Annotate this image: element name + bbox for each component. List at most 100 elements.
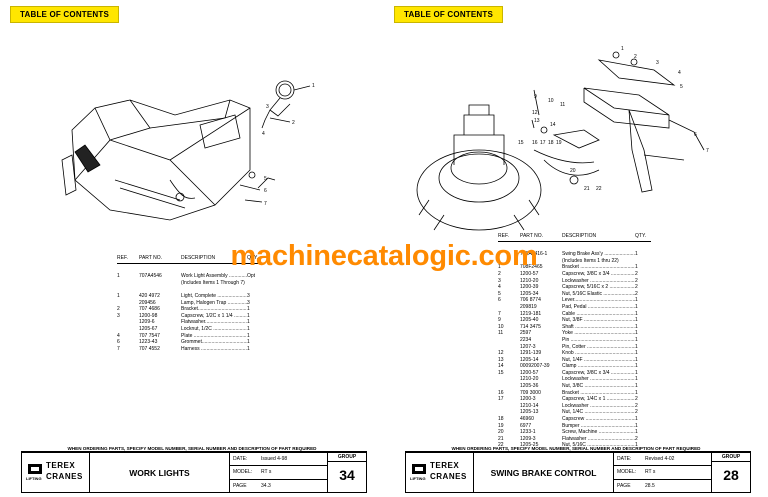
ref-cell: 20	[498, 429, 504, 436]
ref-cell: 4	[117, 332, 120, 339]
ref-header: REF.	[117, 255, 128, 261]
parts-list-header: REF. PART NO. DESCRIPTION QTY.	[498, 233, 651, 242]
qty-header: QTY.	[635, 233, 647, 239]
callout-6: 6	[694, 132, 697, 138]
qty-cell: 1	[635, 422, 638, 429]
callout-4: 4	[262, 131, 265, 137]
part-no-cell: 1207-3	[520, 343, 536, 350]
description-cell: Lockwasher .............................…	[562, 376, 635, 383]
qty-cell: 2	[635, 284, 638, 291]
ref-cell: 16	[498, 389, 504, 396]
date-label: DATE:	[617, 456, 632, 463]
qty-cell	[247, 280, 263, 287]
qty-cell: 1	[635, 363, 638, 370]
part-no-cell: 1219-181	[520, 310, 542, 317]
qty-cell	[247, 267, 263, 274]
callout-17: 17	[540, 140, 546, 146]
ref-cell: 1	[117, 292, 120, 299]
page-label: PAGE	[233, 483, 247, 490]
brand-line-1: TEREX	[46, 461, 76, 470]
callout-9: 9	[534, 94, 537, 100]
ref-cell: 17	[498, 396, 504, 403]
ref-cell: 2	[117, 306, 120, 313]
ref-cell: 18	[498, 416, 504, 423]
qty-cell: 1	[635, 317, 638, 324]
logo-sub: LIFTING	[26, 476, 42, 481]
ref-cell	[117, 286, 139, 293]
model-value: RT s	[645, 469, 656, 476]
qty-cell: 1	[635, 356, 638, 363]
ref-cell: 11	[498, 330, 504, 337]
part-no-cell: 1200-57	[520, 270, 539, 277]
description-cell	[181, 267, 247, 274]
description-cell: Locknut, 1/2C ..........................…	[181, 325, 247, 332]
description-cell: Bumper .................................…	[562, 422, 635, 429]
description-cell: Lever...................................…	[562, 297, 635, 304]
part-no-cell: 707 4552	[139, 345, 160, 352]
description-cell: (Includes Items 1 thru 22)	[562, 257, 619, 264]
qty-cell	[635, 245, 651, 252]
callout-6: 6	[264, 188, 267, 194]
part-no-cell: 714 3475	[520, 323, 541, 330]
part-no-cell	[139, 267, 181, 274]
ref-cell: 2	[498, 270, 501, 277]
page-value: 28.5	[645, 483, 655, 490]
part-no-cell: 1200-39	[520, 284, 539, 291]
description-cell: Lockwasher .............................…	[562, 402, 635, 409]
part-no-header: PART NO.	[139, 255, 163, 261]
brand-line-2: CRANES	[430, 472, 467, 481]
description-cell: Pad, Pedal .............................…	[562, 303, 635, 310]
part-no-cell: 1223-43	[139, 339, 158, 346]
part-no-cell: 1200-98	[139, 312, 158, 319]
description-cell: Bracket ................................…	[562, 389, 635, 396]
qty-cell: Opt	[247, 273, 256, 280]
qty-cell: 2	[635, 402, 638, 409]
title-block: LIFTING TEREX CRANES SWING BRAKE CONTROL…	[405, 451, 751, 493]
qty-cell: 2	[635, 270, 638, 277]
description-cell: Bracket ................................…	[562, 264, 635, 271]
callout-19: 19	[556, 140, 562, 146]
model-label: MODEL:	[233, 469, 253, 476]
description-cell: Flatwasher .............................…	[562, 435, 635, 442]
part-no-cell	[139, 286, 181, 293]
part-no-cell: 706 8774	[520, 297, 541, 304]
parts-row	[498, 245, 651, 252]
ref-cell: 22	[498, 442, 504, 449]
part-no-cell: 6977	[520, 422, 532, 429]
qty-cell: 1	[247, 339, 250, 346]
qty-cell: 1	[635, 310, 638, 317]
group-number: 28	[723, 467, 739, 483]
table-of-contents-button[interactable]: TABLE OF CONTENTS	[10, 6, 120, 23]
callout-10: 10	[548, 98, 554, 104]
date-label: DATE:	[233, 456, 248, 463]
parts-list-header: REF. PART NO. DESCRIPTION QTY.	[117, 255, 263, 264]
ref-cell: 15	[498, 369, 504, 376]
callout-5: 5	[264, 176, 267, 182]
group-label: GROUP	[328, 453, 366, 462]
part-no-cell: 707A4546	[139, 273, 162, 280]
description-cell: Knob ...................................…	[562, 350, 635, 357]
logo-sub: LIFTING	[410, 476, 426, 481]
description-cell: Cable ..................................…	[562, 310, 635, 317]
description-cell: Grommet.................................…	[181, 339, 247, 346]
table-of-contents-button[interactable]: TABLE OF CONTENTS	[394, 6, 504, 23]
page-value: 34.3	[261, 483, 271, 490]
part-no-cell: 2597	[520, 330, 532, 337]
parts-row: (Includes Items 1 Through 7)	[117, 280, 263, 287]
qty-cell: 3	[247, 292, 250, 299]
qty-cell: 1	[635, 251, 638, 258]
section-title: WORK LIGHTS	[90, 453, 230, 493]
ordering-notice: WHEN ORDERING PARTS, SPECIFY MODEL NUMBE…	[451, 446, 701, 451]
callout-1: 1	[312, 83, 315, 89]
ref-cell: 4	[498, 284, 501, 291]
